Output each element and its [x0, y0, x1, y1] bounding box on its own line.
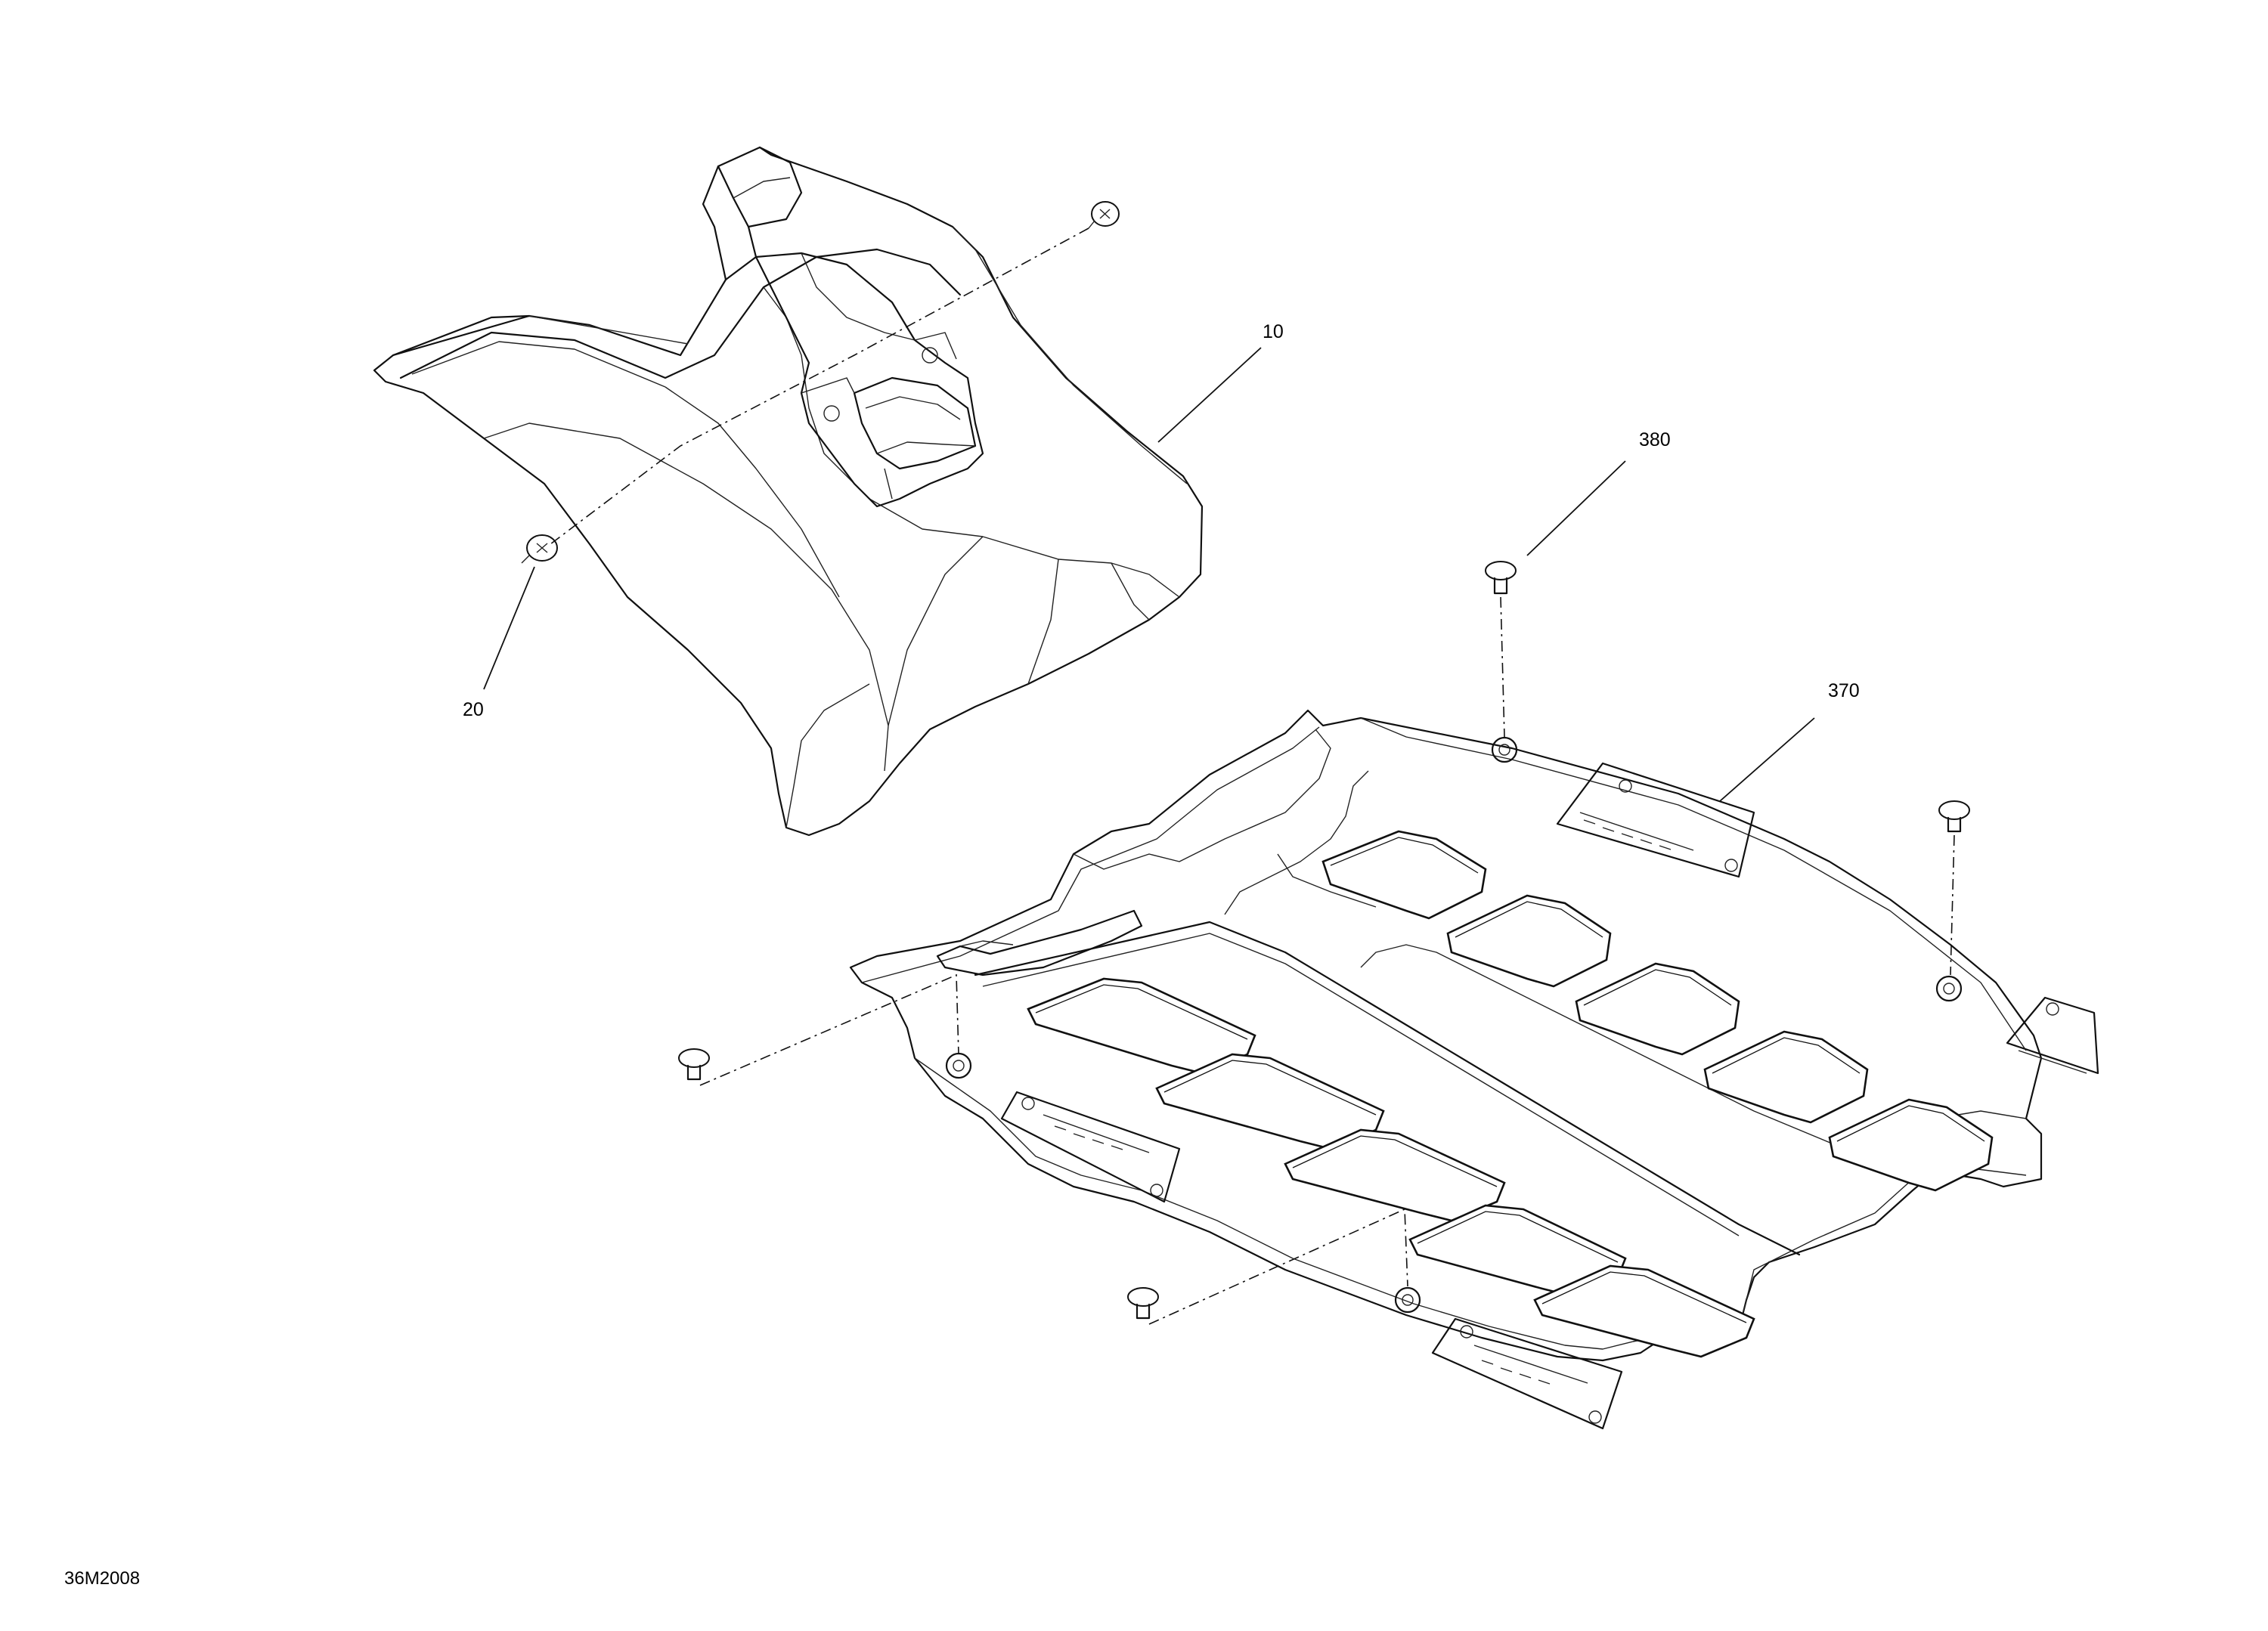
screw-20-top: [1088, 201, 1120, 229]
skid-plate-pads-upper-row: [1321, 830, 1994, 1192]
front-cover-panel: [373, 146, 1204, 837]
screw-380-right: [1938, 800, 1970, 833]
screw-380-left: [678, 1048, 710, 1081]
screw-axis-line-380-bottom: [1148, 1208, 1408, 1325]
skid-plate: [849, 709, 2099, 1430]
screw-20-left: [521, 534, 558, 564]
screw-axis-line-380-left: [699, 973, 959, 1086]
figure-id: 36M2008: [64, 1568, 141, 1589]
leader-line-380: [1526, 460, 1626, 556]
callout-20: 20: [463, 699, 484, 720]
screw-axis-line-380-right: [1950, 834, 1955, 976]
leader-line-10: [1157, 347, 1262, 443]
callout-370: 370: [1828, 680, 1860, 701]
screw-380-top: [1485, 561, 1517, 595]
skid-plate-pads-lower-row: [1027, 977, 1755, 1358]
callout-380: 380: [1639, 429, 1671, 450]
skid-plate-mounting-holes: [945, 736, 1963, 1314]
screw-380-bottom: [1127, 1287, 1159, 1320]
leader-line-370: [1719, 717, 1815, 802]
screw-axis-line-380-top: [1500, 596, 1505, 738]
screw-axis-line-front: [550, 227, 1089, 545]
skid-plate-logo-plates: [1000, 762, 2099, 1430]
leader-line-20: [483, 566, 535, 690]
callout-10: 10: [1263, 321, 1284, 342]
